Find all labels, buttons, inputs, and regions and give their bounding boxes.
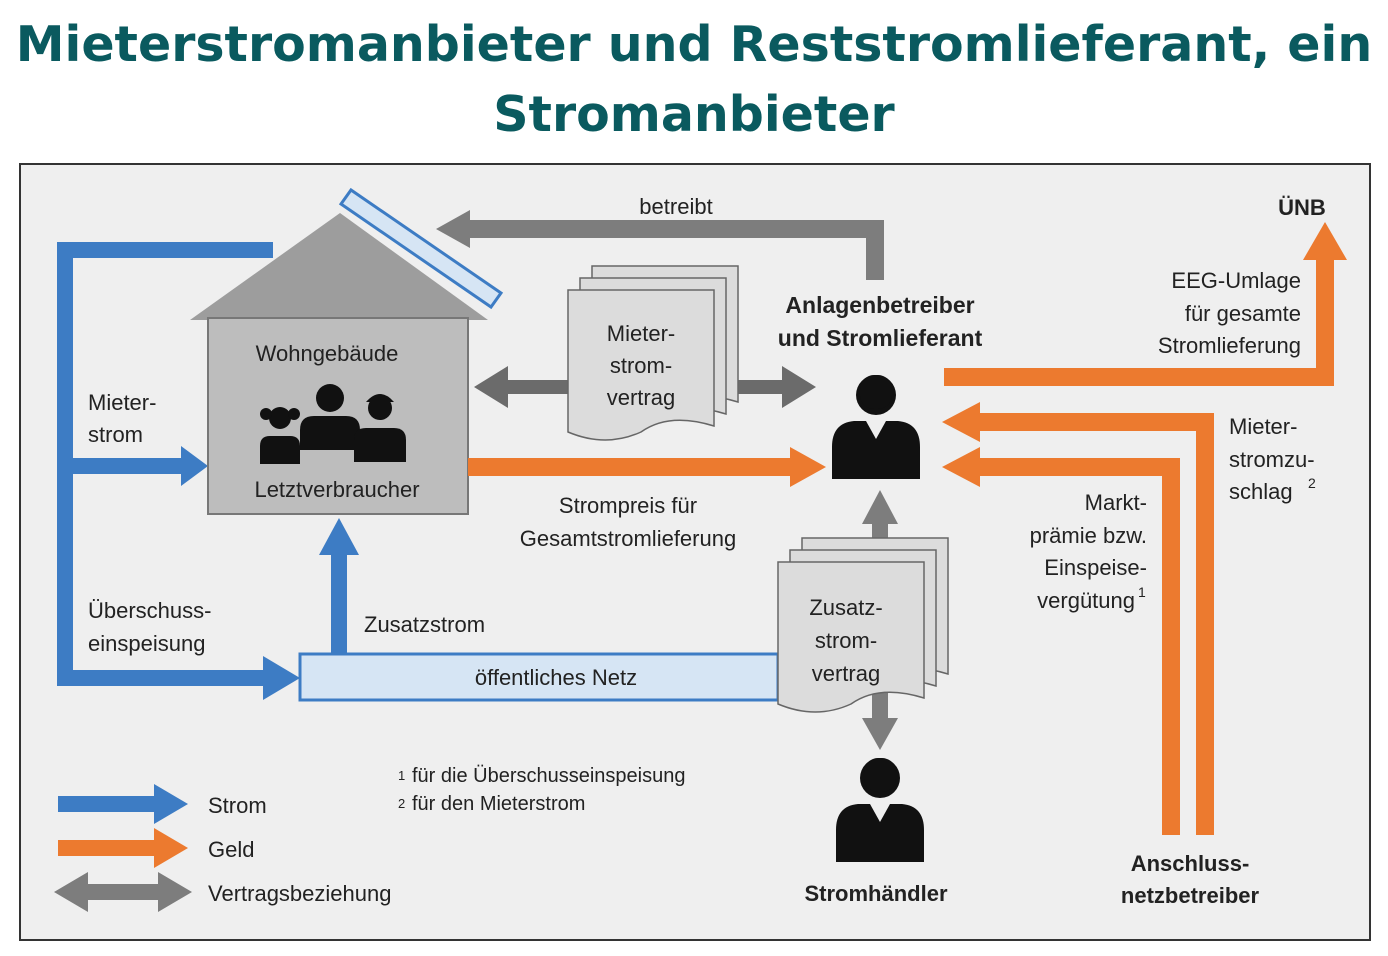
price-label-line-1: Strompreis für — [559, 493, 697, 518]
footnote-marker-1: 1 — [1138, 584, 1146, 600]
footnote-1-text: für die Überschusseinspeisung — [412, 765, 686, 787]
uenb-label: ÜNB — [1278, 195, 1326, 220]
operator-label-line-2: und Stromlieferant — [778, 325, 983, 351]
operates-arrow — [436, 210, 884, 280]
tenant-power-label-line-2: strom — [88, 422, 143, 447]
trader-label: Stromhändler — [804, 881, 947, 906]
market-premium-label-line-2: prämie bzw. — [1030, 523, 1147, 548]
extra-contract-line-3: vertrag — [812, 661, 880, 686]
solar-panel-icon — [338, 187, 504, 310]
operates-label: betreibt — [639, 194, 712, 219]
tenant-surcharge-label-line-2: stromzu- — [1229, 447, 1315, 472]
surplus-label-line-2: einspeisung — [88, 631, 205, 656]
page-title: Mieterstromanbieter und Reststromliefera… — [0, 10, 1388, 150]
eeg-label-line-3: Stromlieferung — [1158, 333, 1301, 358]
grid-operator-label-line-2: netzbetreiber — [1121, 883, 1260, 908]
eeg-label-line-2: für gesamte — [1185, 301, 1301, 326]
price-arrow — [468, 447, 826, 487]
legend-contract-arrow-icon — [54, 872, 192, 912]
extra-contract-line-2: strom- — [815, 628, 877, 653]
tenant-contract-relation-arrow — [474, 366, 816, 408]
residential-building — [190, 187, 504, 515]
legend-contract-label: Vertragsbeziehung — [208, 881, 391, 906]
market-premium-label-line-4: vergütung — [1037, 588, 1135, 613]
tenant-surcharge-label-line-3: schlag — [1229, 479, 1293, 504]
extra-contract-line-1: Zusatz- — [809, 595, 882, 620]
extra-power-arrow — [319, 518, 359, 654]
legend-strom-label: Strom — [208, 793, 267, 818]
footnote-2-number: 2 — [398, 796, 405, 811]
extra-power-label: Zusatzstrom — [364, 612, 485, 637]
tenant-power-flow-arrow — [57, 242, 273, 686]
grid-operator-label-line-1: Anschluss- — [1131, 851, 1250, 876]
tenant-contract-line-3: vertrag — [607, 385, 675, 410]
tenant-contract-line-2: strom- — [610, 353, 672, 378]
legend-strom-arrow-icon — [58, 784, 188, 824]
market-premium-arrow — [942, 447, 1180, 835]
operator-label-line-1: Anlagenbetreiber — [785, 292, 974, 318]
footnote-marker-2: 2 — [1308, 475, 1316, 491]
eeg-levy-arrow — [944, 222, 1347, 386]
trader-person-icon — [836, 758, 924, 862]
legend — [54, 784, 192, 912]
tenant-surcharge-arrow — [942, 402, 1214, 835]
market-premium-label-line-1: Markt- — [1085, 490, 1147, 515]
tenant-surcharge-label-line-1: Mieter- — [1229, 414, 1297, 439]
title-line-2: Stromanbieter — [493, 86, 895, 143]
tenant-contract-line-1: Mieter- — [607, 321, 675, 346]
residents-icon — [260, 384, 406, 464]
footnote-2-text: für den Mieterstrom — [412, 793, 585, 815]
title-line-1: Mieterstromanbieter und Reststromliefera… — [15, 16, 1373, 73]
house-label: Wohngebäude — [256, 341, 399, 366]
consumer-label: Letztverbraucher — [254, 477, 419, 502]
tenant-power-label-line-1: Mieter- — [88, 390, 156, 415]
footnote-1-number: 1 — [398, 768, 405, 783]
legend-geld-label: Geld — [208, 837, 254, 862]
legend-geld-arrow-icon — [58, 828, 188, 868]
surplus-label-line-1: Überschuss- — [88, 598, 211, 623]
public-grid — [298, 652, 780, 702]
market-premium-label-line-3: Einspeise- — [1044, 555, 1147, 580]
eeg-label-line-1: EEG-Umlage — [1171, 268, 1301, 293]
surplus-feed-in-arrow — [57, 656, 300, 700]
operator-person-icon — [832, 375, 920, 479]
price-label-line-2: Gesamtstromlieferung — [520, 526, 736, 551]
public-grid-label: öffentliches Netz — [475, 665, 637, 690]
